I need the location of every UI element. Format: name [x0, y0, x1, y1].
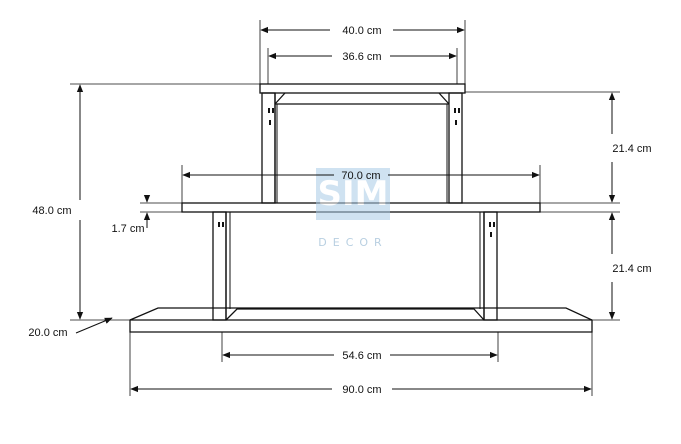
label-total-width: 90.0 cm — [342, 384, 381, 396]
label-middle-shelf-width: 70.0 cm — [341, 170, 380, 182]
watermark-logo-text: SIM — [318, 174, 389, 214]
extension-lines — [70, 20, 620, 396]
label-depth: 20.0 cm — [28, 327, 67, 339]
label-lower-inner-width: 54.6 cm — [342, 350, 381, 362]
top-board — [259, 83, 466, 94]
lower-right-side-panel — [483, 211, 498, 321]
watermark-logo: SIM DECOR — [316, 168, 390, 249]
label-top-outer-width: 40.0 cm — [342, 25, 381, 37]
watermark-sub-text: DECOR — [318, 236, 387, 249]
label-upper-height: 21.4 cm — [612, 143, 651, 155]
label-top-inner-width: 36.6 cm — [342, 51, 381, 63]
shelf-unit — [129, 83, 593, 333]
label-total-height: 48.0 cm — [32, 205, 71, 217]
label-lower-height: 21.4 cm — [612, 263, 651, 275]
dimension-labels: 40.0 cm 36.6 cm 70.0 cm 48.0 cm 1.7 cm 2… — [28, 25, 651, 396]
label-shelf-thickness: 1.7 cm — [111, 223, 144, 235]
lower-left-side-panel — [212, 211, 227, 321]
dimension-lines — [75, 26, 616, 393]
screw-holes — [218, 108, 495, 237]
dim-line-depth — [75, 317, 113, 334]
